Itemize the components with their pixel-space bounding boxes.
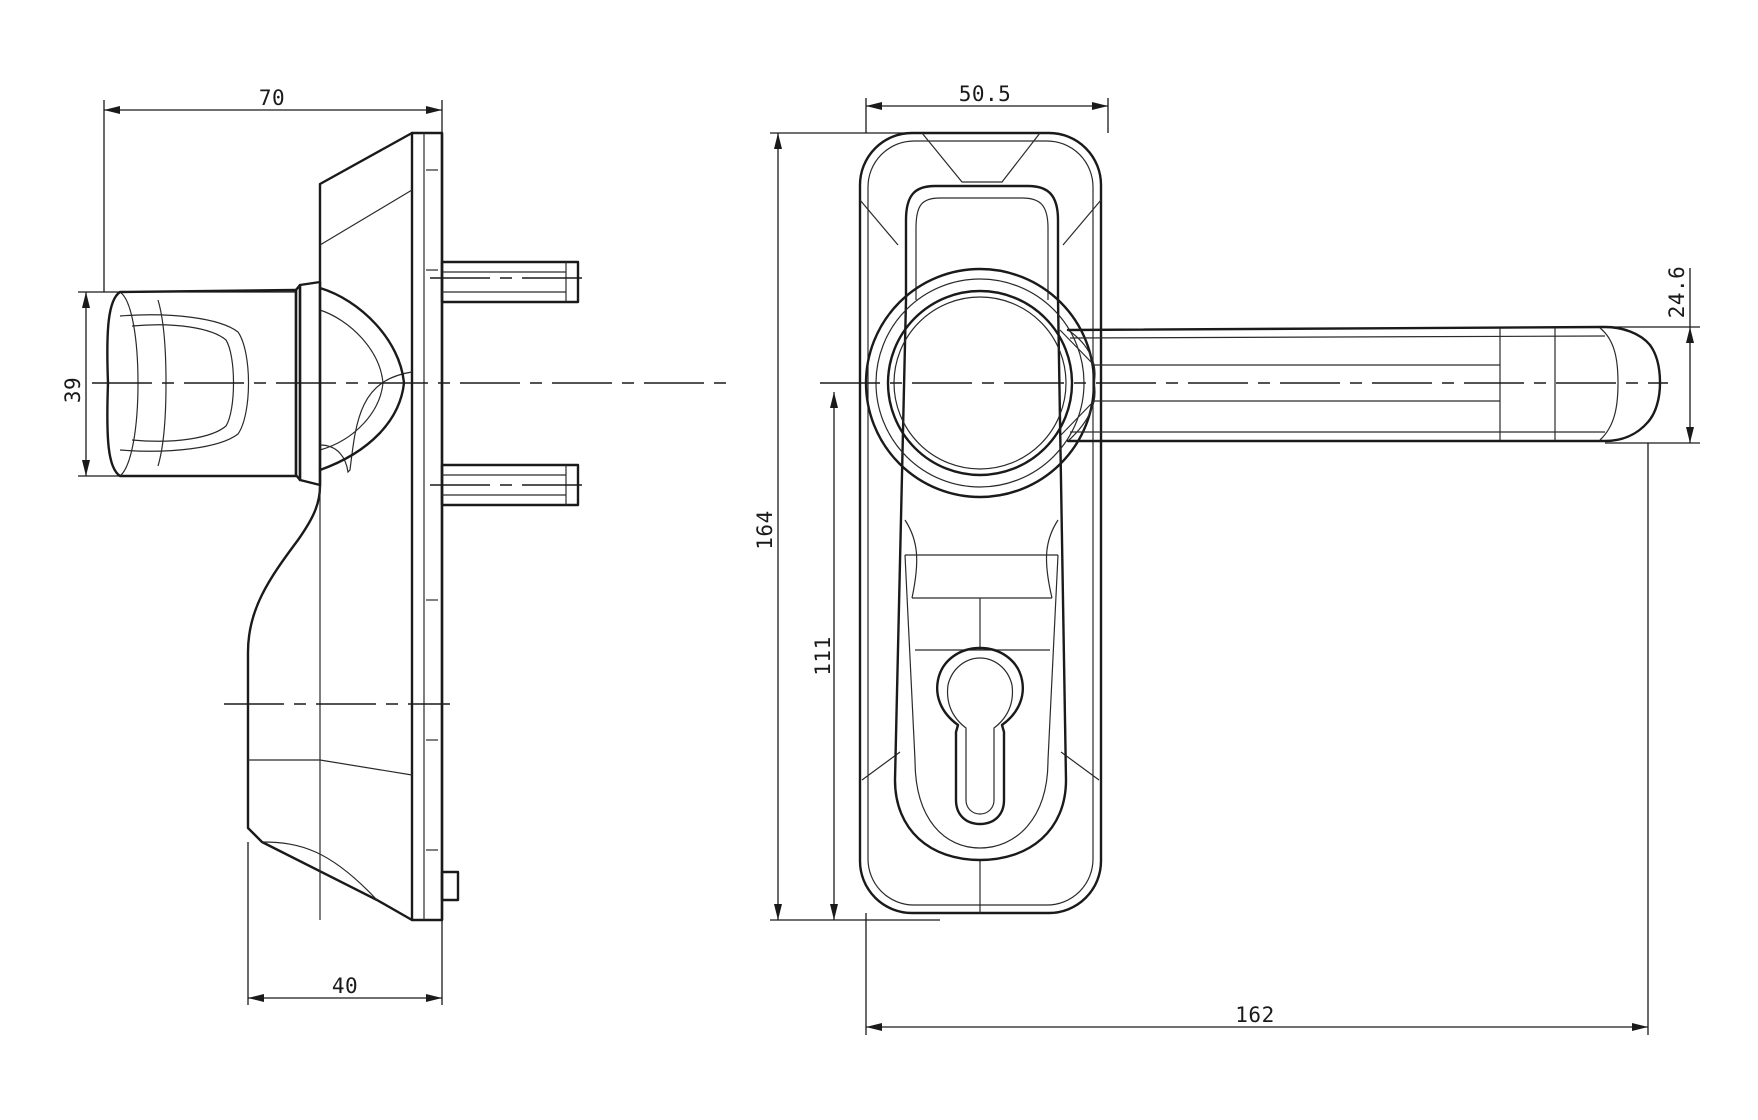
arrowhead	[426, 994, 442, 1002]
lever-root	[1067, 329, 1096, 442]
lever-root-line-bottom	[1059, 400, 1095, 437]
front-bevel-top	[921, 132, 1041, 183]
side-rose-inner	[319, 309, 384, 451]
arrowhead	[830, 392, 838, 408]
side-plate-bevel-bottom	[319, 759, 413, 776]
arrowhead	[104, 106, 120, 114]
side-plate-bevel-top	[319, 189, 413, 246]
dim-70-label: 70	[259, 86, 285, 110]
arrowhead	[1092, 102, 1108, 110]
arrowhead	[426, 106, 442, 114]
front-panel-bottom-inner	[904, 554, 1059, 849]
arrowhead	[774, 904, 782, 920]
dim-50-5-label: 50.5	[959, 82, 1012, 106]
front-lever	[1066, 325, 1662, 443]
front-bevel-tr	[1062, 199, 1102, 246]
dim-40-label: 40	[332, 974, 358, 998]
dim-111-label: 111	[811, 636, 835, 675]
front-knob	[886, 289, 1074, 477]
side-view	[106, 131, 580, 922]
front-neck-right	[1045, 519, 1059, 599]
front-bevel-br	[1060, 751, 1100, 781]
side-knob-front	[119, 291, 139, 477]
side-knob-grip	[119, 314, 250, 452]
side-plate-boss-curve	[319, 371, 413, 474]
dim-24-6-label: 24.6	[1665, 266, 1689, 319]
front-bevel-bl	[861, 751, 901, 781]
arrowhead	[1686, 427, 1694, 443]
front-view	[858, 131, 1662, 915]
arrowhead	[82, 460, 90, 476]
lever-tip-curve	[1599, 327, 1619, 441]
lever-root-line-top	[1059, 329, 1095, 366]
arrowhead	[866, 102, 882, 110]
arrowhead	[248, 994, 264, 1002]
side-pin-top	[440, 260, 580, 304]
dim-162-label: 162	[1235, 1003, 1274, 1027]
dim-164-label: 164	[753, 510, 777, 549]
front-keyhole	[936, 646, 1024, 826]
front-neck-left	[904, 519, 918, 599]
front-panel-outline	[893, 184, 1068, 862]
front-keyhole-inner	[946, 657, 1014, 815]
side-foot-pin	[440, 870, 460, 902]
arrowhead	[1632, 1023, 1648, 1031]
lever-edge-top	[1069, 335, 1606, 339]
dim-39-label: 39	[61, 377, 85, 403]
arrowhead	[1686, 327, 1694, 343]
arrowhead	[830, 904, 838, 920]
front-panel-top-inner	[915, 197, 1049, 300]
arrowhead	[866, 1023, 882, 1031]
dimensions: 70 39 40 50.5 164 111	[61, 82, 1700, 1035]
front-bevel-tl	[859, 199, 899, 246]
side-plate-foot-curve	[261, 841, 378, 901]
arrowhead	[774, 133, 782, 149]
arrowhead	[82, 292, 90, 308]
